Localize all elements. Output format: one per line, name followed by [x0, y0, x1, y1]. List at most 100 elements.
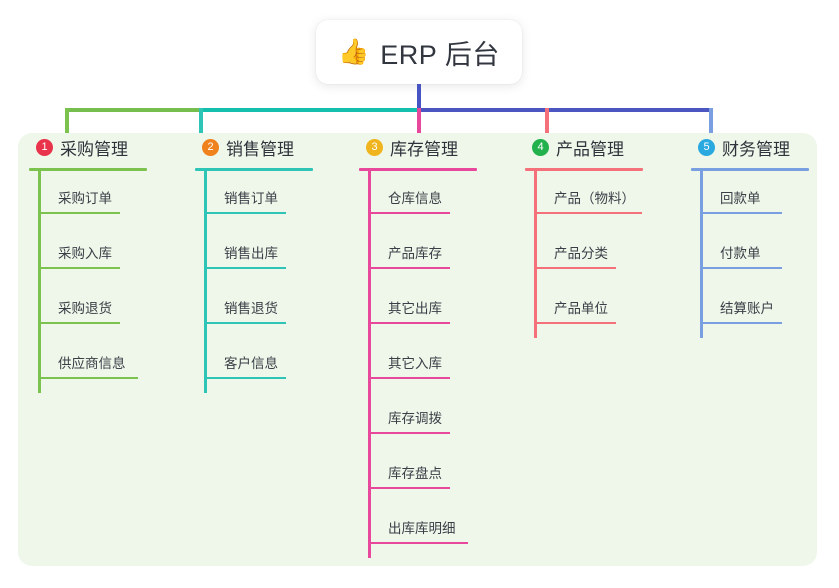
menu-item-label: 库存调拨 [388, 411, 442, 426]
column-header-5[interactable]: 5 财务管理 [682, 133, 839, 161]
menu-item-underline [38, 267, 120, 269]
menu-item-label: 销售出库 [224, 246, 278, 261]
menu-item[interactable]: 采购入库 [20, 226, 190, 281]
column-4: 4 产品管理产品（物料） 产品分类产品单位 [516, 133, 686, 338]
menu-item-label: 结算账户 [720, 301, 774, 316]
column-underline [29, 168, 147, 171]
menu-item-label: 销售订单 [224, 191, 278, 206]
column-items: 回款单付款单结算账户 [682, 171, 839, 338]
menu-item[interactable]: 产品单位 [516, 281, 686, 336]
menu-item[interactable]: 产品（物料） [516, 171, 686, 226]
menu-item[interactable]: 销售退货 [186, 281, 356, 336]
column-underline [195, 168, 313, 171]
menu-item[interactable]: 采购退货 [20, 281, 190, 336]
column-3: 3 库存管理仓库信息产品库存其它出库其它入库库存调拨库存盘点出库库明细 [350, 133, 520, 558]
menu-item-label: 回款单 [720, 191, 761, 206]
connector-drop-1 [65, 108, 69, 144]
menu-item-label: 采购订单 [58, 191, 112, 206]
menu-item-underline [368, 377, 450, 379]
menu-item-label: 产品单位 [554, 301, 608, 316]
menu-item-underline [368, 212, 450, 214]
menu-item-label: 出库库明细 [388, 521, 456, 536]
column-2: 2 销售管理销售订单销售出库销售退货客户信息 [186, 133, 356, 393]
menu-item[interactable]: 结算账户 [682, 281, 839, 336]
menu-item-label: 仓库信息 [388, 191, 442, 206]
menu-item-label: 供应商信息 [58, 356, 126, 371]
column-header-4[interactable]: 4 产品管理 [516, 133, 686, 161]
menu-item-underline [700, 322, 782, 324]
menu-item-underline [368, 267, 450, 269]
menu-item[interactable]: 采购订单 [20, 171, 190, 226]
column-5: 5 财务管理回款单付款单结算账户 [682, 133, 839, 338]
menu-item[interactable]: 出库库明细 [350, 501, 520, 556]
menu-item[interactable]: 客户信息 [186, 336, 356, 391]
menu-item-label: 产品（物料） [554, 191, 635, 206]
column-underline [525, 168, 643, 171]
root-title: ERP 后台 [380, 39, 500, 70]
menu-item-underline [38, 377, 138, 379]
menu-item-underline [38, 322, 120, 324]
menu-item[interactable]: 其它入库 [350, 336, 520, 391]
column-title: 财务管理 [722, 139, 790, 159]
number-badge-icon: 1 [36, 138, 53, 156]
menu-item-underline [368, 322, 450, 324]
root-node[interactable]: 👍 ERP 后台 [316, 20, 522, 84]
menu-item-underline [204, 267, 286, 269]
menu-item[interactable]: 产品分类 [516, 226, 686, 281]
menu-item-label: 产品库存 [388, 246, 442, 261]
menu-item[interactable]: 库存调拨 [350, 391, 520, 446]
column-header-3[interactable]: 3 库存管理 [350, 133, 520, 161]
column-items: 产品（物料） 产品分类产品单位 [516, 171, 686, 338]
bar-segment-green [65, 108, 199, 112]
thumbs-up-icon: 👍 [338, 37, 370, 66]
column-spine [534, 171, 537, 338]
menu-item-underline [700, 267, 782, 269]
menu-item[interactable]: 产品库存 [350, 226, 520, 281]
menu-item[interactable]: 仓库信息 [350, 171, 520, 226]
column-title: 库存管理 [390, 139, 458, 159]
column-items: 采购订单采购入库采购退货供应商信息 [20, 171, 190, 393]
column-title: 采购管理 [60, 139, 128, 159]
menu-item-underline [368, 487, 450, 489]
menu-item[interactable]: 回款单 [682, 171, 839, 226]
column-title: 销售管理 [226, 139, 294, 159]
menu-item-label: 产品分类 [554, 246, 608, 261]
number-badge-icon: 4 [532, 138, 549, 156]
column-items: 销售订单销售出库销售退货客户信息 [186, 171, 356, 393]
menu-item-underline [38, 212, 120, 214]
column-header-2[interactable]: 2 销售管理 [186, 133, 356, 161]
menu-item-label: 采购退货 [58, 301, 112, 316]
number-badge-icon: 5 [698, 138, 715, 156]
menu-item[interactable]: 销售出库 [186, 226, 356, 281]
column-1: 1 采购管理采购订单采购入库采购退货供应商信息 [20, 133, 190, 393]
menu-item[interactable]: 其它出库 [350, 281, 520, 336]
menu-item[interactable]: 库存盘点 [350, 446, 520, 501]
menu-item-underline [534, 212, 642, 214]
column-spine [700, 171, 703, 338]
column-header-1[interactable]: 1 采购管理 [20, 133, 190, 161]
menu-item-underline [368, 432, 450, 434]
menu-item-underline [204, 322, 286, 324]
bar-segment-teal [199, 108, 417, 112]
column-items: 仓库信息产品库存其它出库其它入库库存调拨库存盘点出库库明细 [350, 171, 520, 558]
menu-item[interactable]: 付款单 [682, 226, 839, 281]
menu-item-underline [534, 267, 616, 269]
number-badge-icon: 2 [202, 138, 219, 156]
menu-item[interactable]: 供应商信息 [20, 336, 190, 391]
column-spine [204, 171, 207, 393]
menu-item-label: 客户信息 [224, 356, 278, 371]
menu-item-underline [204, 212, 286, 214]
menu-item-underline [534, 322, 616, 324]
number-badge-icon: 3 [366, 138, 383, 156]
root-connector-line [417, 84, 421, 110]
column-title: 产品管理 [556, 139, 624, 159]
connector-drop-2 [199, 108, 203, 144]
menu-item-label: 库存盘点 [388, 466, 442, 481]
diagram-canvas: 1 采购管理采购订单采购入库采购退货供应商信息 2 销售管理销售订单销售出库销售退货客… [18, 133, 817, 566]
menu-item[interactable]: 销售订单 [186, 171, 356, 226]
column-spine [368, 171, 371, 558]
bar-segment-indigo [417, 108, 711, 112]
menu-item-label: 付款单 [720, 246, 761, 261]
column-underline [359, 168, 477, 171]
connector-drop-3 [417, 108, 421, 144]
